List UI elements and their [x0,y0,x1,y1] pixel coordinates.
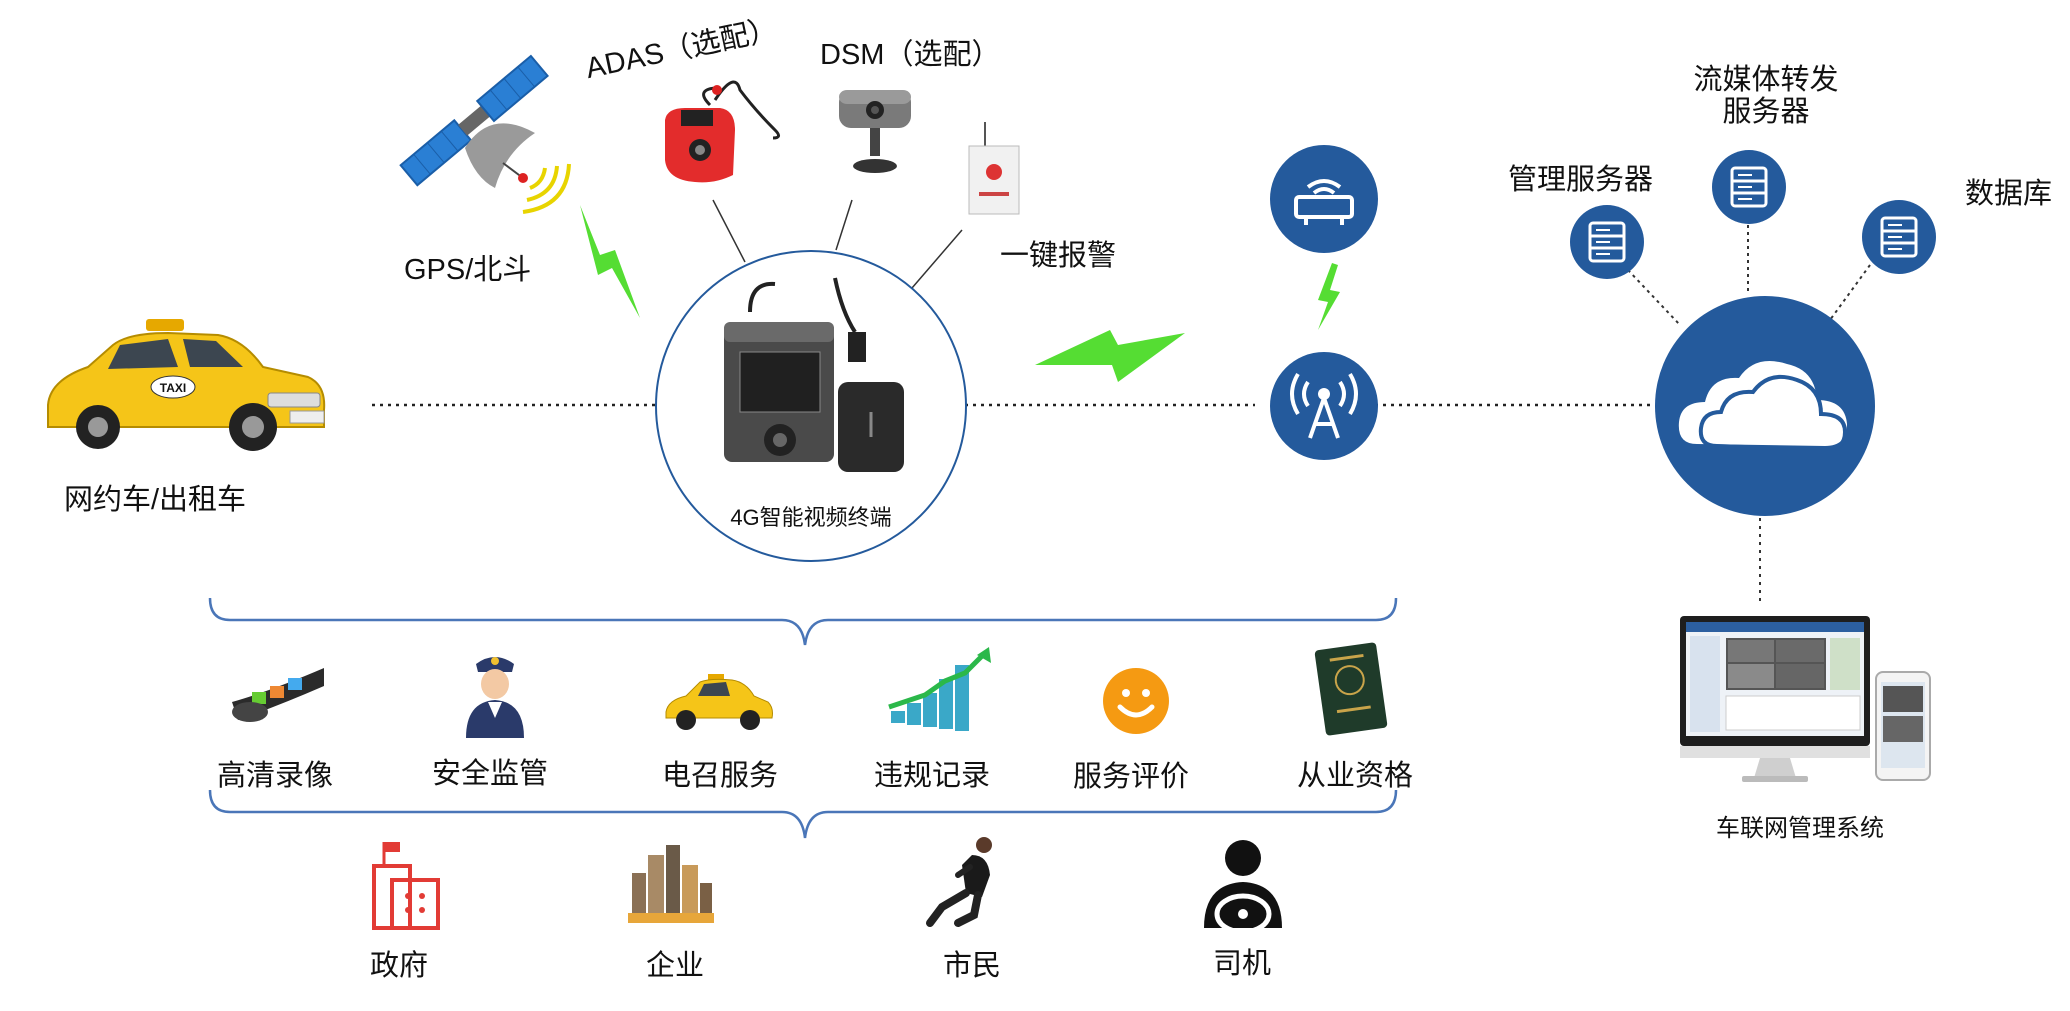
management-server-node [1570,205,1644,279]
service-icon-smiley [1102,667,1170,735]
database-label: 数据库 [1965,178,2053,210]
terminal-circle [655,250,967,562]
svg-text:TAXI: TAXI [160,381,186,395]
cloud-icon [1678,361,1848,453]
streaming-server-node [1712,150,1786,224]
top-brace [208,597,1398,646]
user-label-enterprise: 企业 [645,950,705,982]
user-icon-government [370,840,442,930]
passport-icon [1314,642,1388,736]
router-node [1270,145,1378,253]
streaming-server-label-line2: 服务器 [1722,96,1810,128]
cloud-node [1655,296,1875,516]
vehicle-label: 网约车/出租车 [64,484,247,516]
router-icon [1294,179,1354,225]
taxi-vehicle: TAXI [28,315,328,460]
platform-devices [1680,612,1940,784]
service-icon-police [462,650,528,738]
service-label-qualification: 从业资格 [1296,760,1414,792]
dsm-label: DSM（选配） [820,39,1001,71]
service-label-recording: 高清录像 [216,760,334,792]
dsm-camera-icon [835,86,915,181]
bottom-brace [208,789,1398,839]
server-icon [1588,221,1626,263]
alarm-label: 一键报警 [1000,240,1117,272]
user-label-government: 政府 [369,950,429,982]
driver-icon [1204,840,1282,930]
service-icon-passport [1310,640,1392,738]
gps-label: GPS/北斗 [404,254,532,286]
server-icon [1730,166,1768,208]
management-server-label: 管理服务器 [1508,164,1654,196]
adas-camera-icon [655,70,785,185]
streaming-server-label: 流媒体转发 服务器 [1693,64,1838,128]
terminal-label: 4G智能视频终端 [730,505,892,530]
user-icon-driver [1202,838,1284,930]
platform-label: 车联网管理系统 [1716,815,1884,842]
service-label-rating: 服务评价 [1072,761,1190,793]
user-label-driver: 司机 [1212,948,1272,980]
bar-chart-growth-icon [888,647,991,731]
service-label-violation: 违规记录 [873,760,991,792]
police-officer-icon [466,657,524,738]
user-label-citizen: 市民 [942,950,1002,982]
taxi-small-icon [665,674,773,730]
film-reel-icon [232,668,324,722]
tower-node [1270,352,1378,460]
service-label-dispatch: 电召服务 [661,760,779,792]
service-label-safety: 安全监管 [431,758,549,790]
monitor-phone-icon [1680,616,1931,782]
database-icon [1880,216,1918,258]
streaming-server-label-line1: 流媒体转发 [1693,64,1839,96]
service-icon-taxi [660,672,775,734]
user-icon-enterprise [628,843,714,923]
database-node [1862,200,1936,274]
government-building-icon [372,842,440,930]
terminal-device-icon [720,272,910,482]
service-icon-chart [885,645,997,735]
alarm-button-icon [965,118,1023,218]
citizen-person-icon [926,837,992,927]
service-icon-film [228,662,328,728]
satellite-icon [395,38,575,228]
smiley-face-icon [1103,668,1169,734]
signal-tower-icon [1290,372,1358,439]
user-icon-citizen [922,835,1006,931]
taxi-icon: TAXI [47,319,326,451]
city-buildings-icon [628,845,714,923]
